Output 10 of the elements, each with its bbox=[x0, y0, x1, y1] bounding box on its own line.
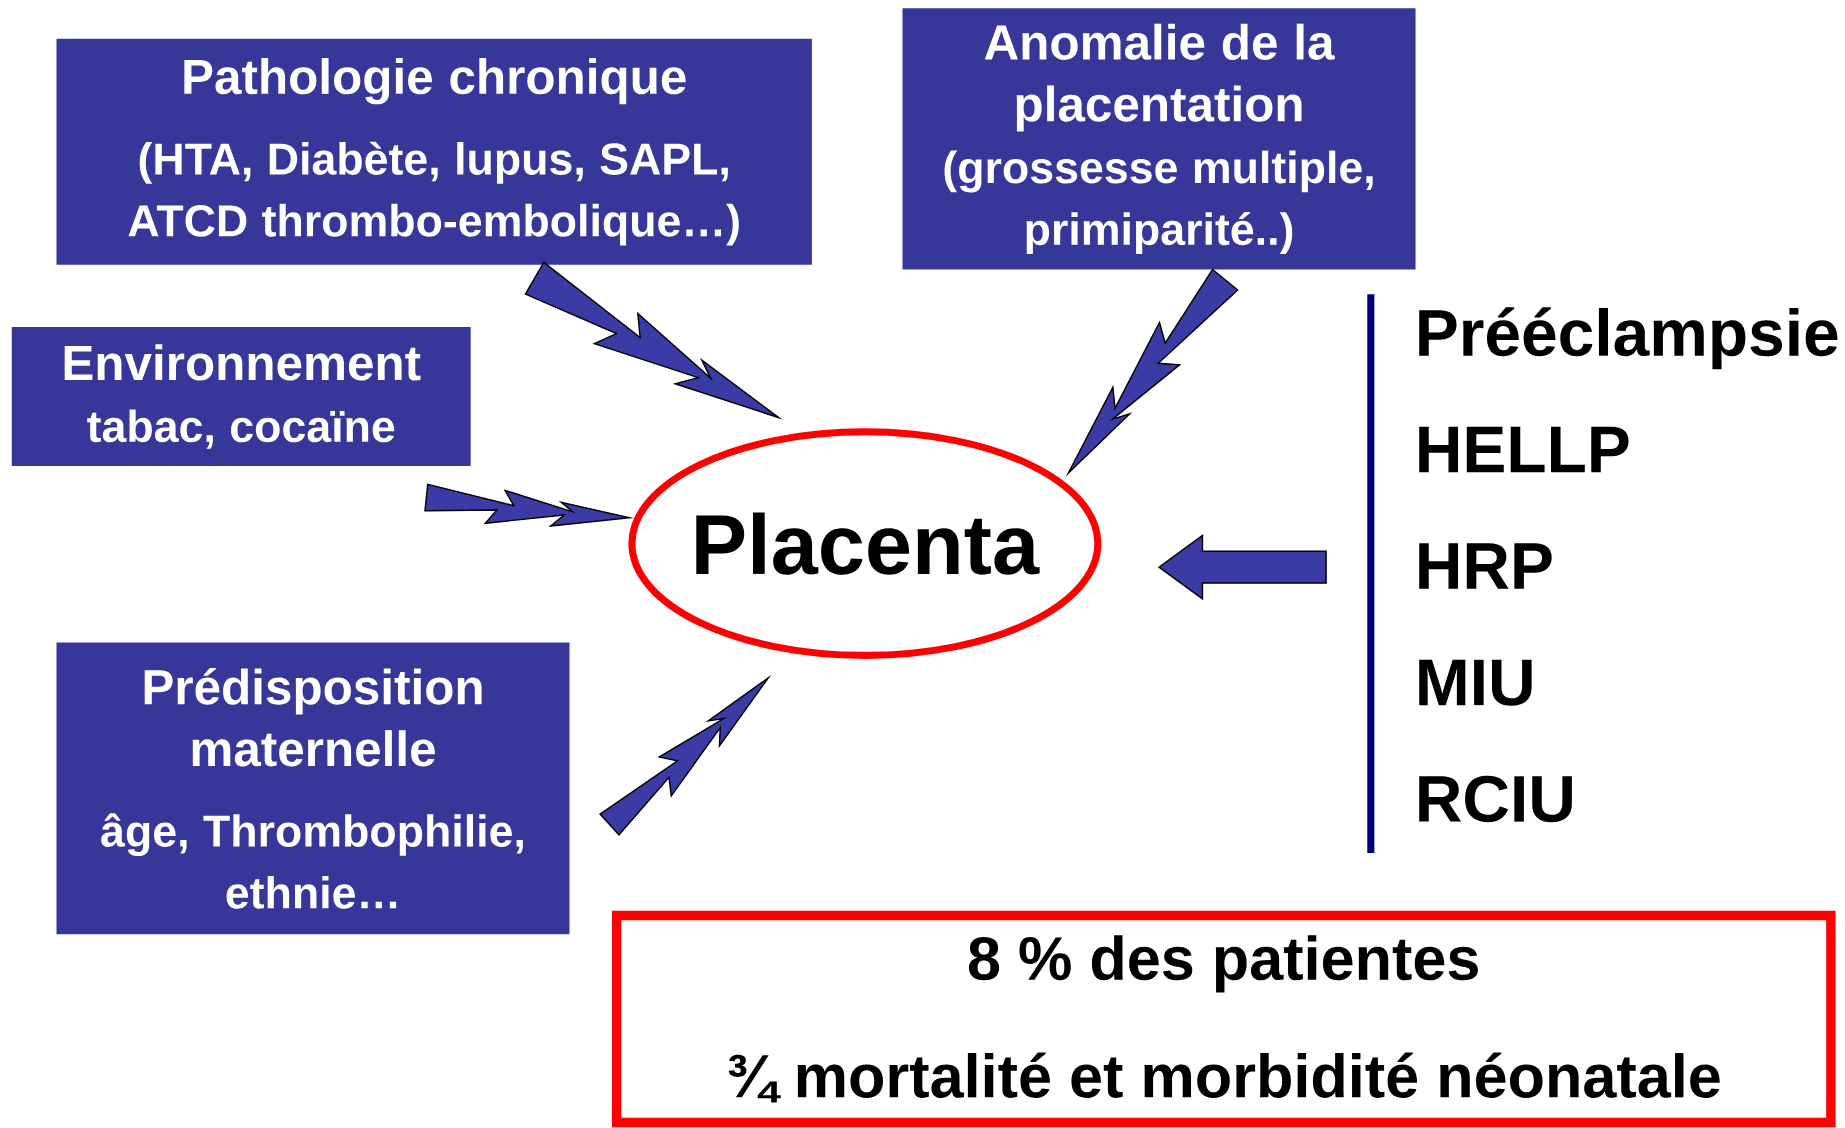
summary-box: 8 % des patientes ¾ mortalité et morbidité néonatale bbox=[611, 910, 1836, 1128]
lightning-arrow bbox=[524, 261, 783, 420]
block-arrow bbox=[1157, 533, 1327, 601]
info-box: Pathologie chronique (HTA, Diabète, lupus, SAPL, ATCD thrombo-embolique…) bbox=[56, 38, 812, 265]
info-box: Environnement tabac, cocaïne bbox=[11, 326, 471, 466]
lightning-arrow bbox=[1065, 268, 1239, 477]
info-box: Prédisposition maternelle âge, Thrombophilie, ethnie… bbox=[56, 642, 570, 935]
lightning-arrow bbox=[424, 483, 634, 527]
info-box: Anomalie de la placentation (grossesse multiple, primiparité..) bbox=[902, 8, 1416, 270]
lightning-arrow bbox=[599, 674, 772, 836]
